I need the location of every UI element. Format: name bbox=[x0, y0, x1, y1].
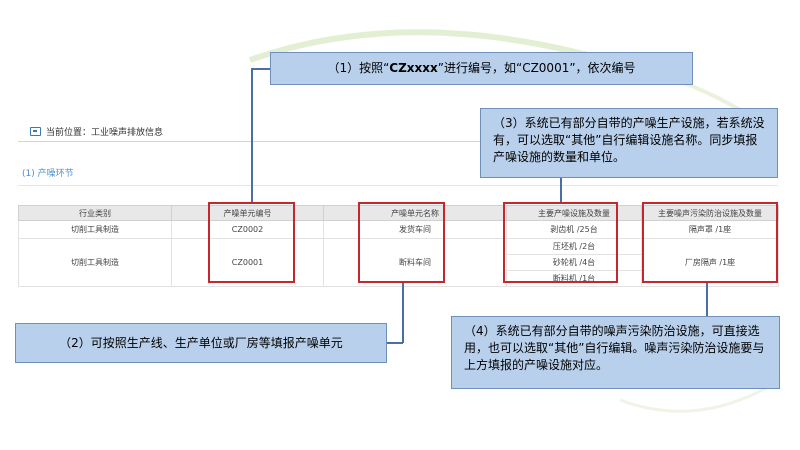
col-header-facilities: 主要产噪设施及数量 bbox=[506, 205, 642, 221]
callout-unit: （2）可按照生产线、生产单位或厂房等填报产噪单元 bbox=[15, 323, 387, 363]
table-row: 切削工具制造 CZ0001 断料车间 压坯机 /2台 厂房隔声 /1座 bbox=[18, 238, 779, 287]
callout-numbering-prefix: （1）按照“ bbox=[327, 61, 390, 76]
section-divider bbox=[18, 185, 778, 186]
col-header-industry: 行业类别 bbox=[18, 205, 172, 221]
cell-industry: 切削工具制造 bbox=[18, 238, 172, 287]
cell-controls: 厂房隔声 /1座 bbox=[641, 238, 779, 287]
breadcrumb: 当前位置：工业噪声排放信息 bbox=[30, 125, 163, 138]
connector-1v bbox=[251, 68, 253, 202]
callout-numbering-suffix: ”进行编号，如“CZ0001”，依次编号 bbox=[437, 61, 636, 76]
cell-unit-no: CZ0001 bbox=[171, 238, 324, 287]
callout-numbering: （1）按照“CZxxxx”进行编号，如“CZ0001”，依次编号 bbox=[270, 52, 693, 85]
connector-2v bbox=[402, 283, 404, 343]
highlight-controls bbox=[642, 202, 778, 283]
highlight-unit-no bbox=[208, 202, 295, 283]
header-divider bbox=[18, 141, 778, 142]
callout-facilities: （3）系统已有部分自带的产噪生产设施，若系统没有，可以选取“其他”自行编辑设施名… bbox=[480, 108, 778, 178]
highlight-unit-name bbox=[358, 202, 445, 283]
connector-4v bbox=[706, 283, 708, 316]
monitor-icon bbox=[30, 127, 41, 136]
cell-industry: 切削工具制造 bbox=[18, 220, 172, 239]
cell-unit-name: 断料车间 bbox=[323, 238, 507, 287]
connector-3v bbox=[560, 178, 562, 202]
highlight-facilities bbox=[503, 202, 618, 283]
connector-1h bbox=[251, 68, 270, 70]
col-header-unit-name: 产噪单元名称 bbox=[323, 205, 507, 221]
callout-numbering-code: CZxxxx bbox=[389, 61, 438, 76]
col-header-controls: 主要噪声污染防治设施及数量 bbox=[641, 205, 779, 221]
breadcrumb-label: 当前位置：工业噪声排放信息 bbox=[46, 128, 164, 138]
callout-controls: （4）系统已有部分自带的噪声污染防治设施，可直接选用，也可以选取“其他”自行编辑… bbox=[451, 316, 780, 389]
connector-2h bbox=[387, 342, 403, 344]
section-title: (1) 产噪环节 bbox=[22, 169, 74, 179]
